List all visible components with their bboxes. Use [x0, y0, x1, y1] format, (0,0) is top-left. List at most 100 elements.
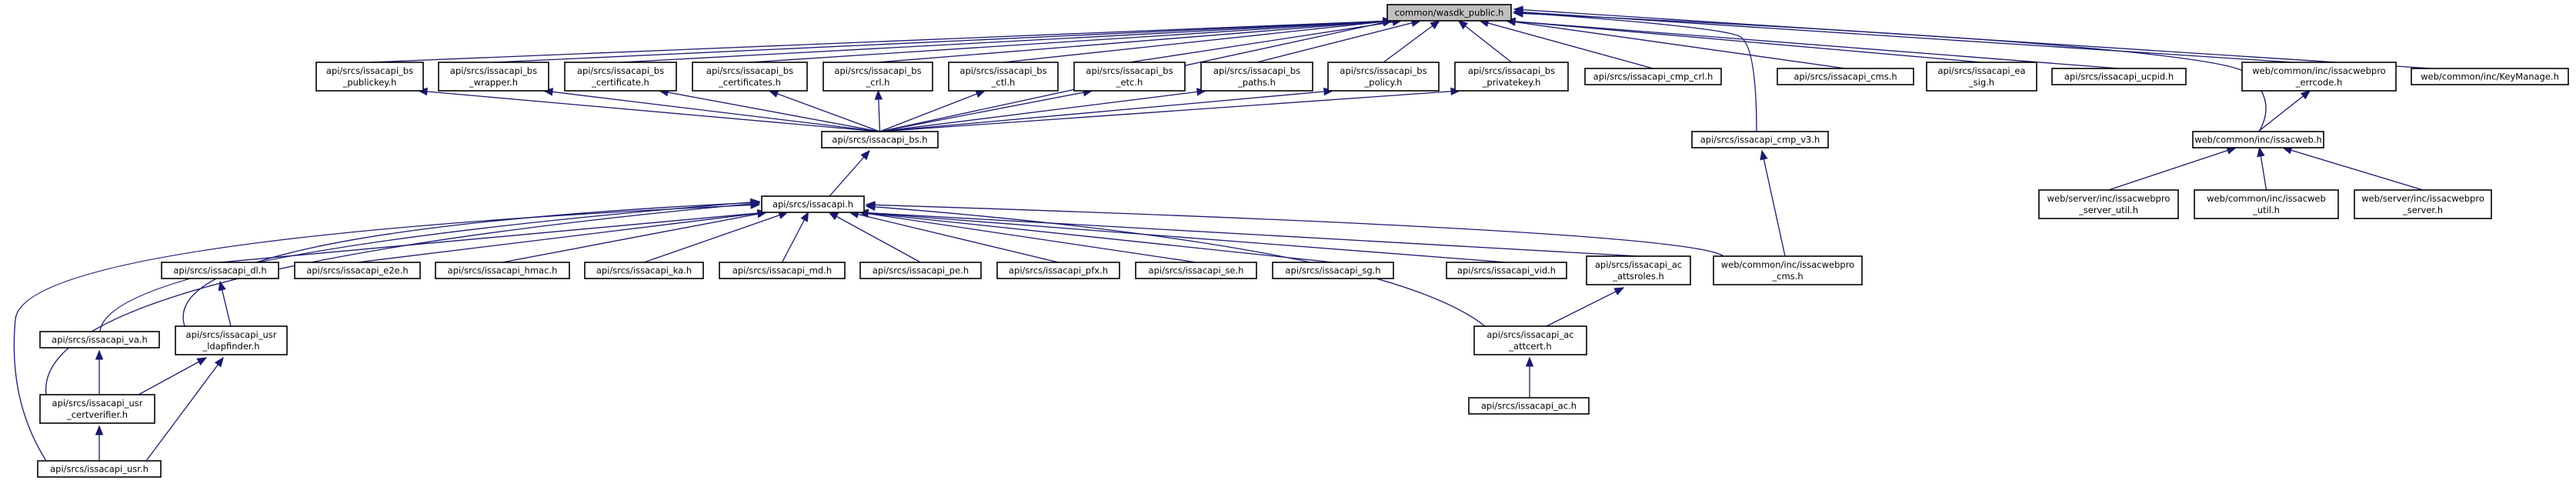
- edge-keymanage-to-root: [1513, 5, 2432, 69]
- node-label-line: _crl.h: [866, 77, 890, 88]
- node-usr-ldap[interactable]: api/srcs/issacapi_usr_ldapfinder.h: [175, 325, 288, 355]
- node-srv[interactable]: web/server/inc/issacwebpro_server.h: [2354, 189, 2492, 219]
- node-hmac[interactable]: api/srcs/issacapi_hmac.h: [435, 262, 570, 279]
- node-ac-attcert[interactable]: api/srcs/issacapi_ac_attcert.h: [1473, 325, 1587, 355]
- node-sg[interactable]: api/srcs/issacapi_sg.h: [1272, 262, 1394, 279]
- node-box: [761, 195, 865, 213]
- node-bs-etc[interactable]: api/srcs/issacapi_bs_etc.h: [1073, 62, 1186, 92]
- node-ac[interactable]: api/srcs/issacapi_ac.h: [1468, 397, 1590, 415]
- node-cms[interactable]: api/srcs/issacapi_cms.h: [1777, 68, 1914, 85]
- node-bs-wrapper[interactable]: api/srcs/issacapi_bs_wrapper.h: [438, 62, 549, 92]
- edge-layer: [13, 5, 2432, 462]
- node-box: [161, 262, 279, 279]
- node-label-line: api/srcs/issacapi_cmp_crl.h: [1593, 72, 1713, 82]
- edge-line: [182, 202, 760, 327]
- node-va[interactable]: api/srcs/issacapi_va.h: [39, 331, 160, 349]
- node-se[interactable]: api/srcs/issacapi_se.h: [1135, 262, 1257, 279]
- node-ac-attsroles[interactable]: api/srcs/issacapi_ac_attsroles.h: [1586, 255, 1691, 285]
- node-keymanage[interactable]: web/common/inc/KeyManage.h: [2411, 68, 2569, 85]
- node-box: [315, 62, 424, 92]
- node-bs-privkey[interactable]: api/srcs/issacapi_bs_privatekey.h: [1454, 62, 1569, 92]
- node-cms-web[interactable]: web/common/inc/issacwebpro_cms.h: [1713, 255, 1863, 285]
- node-label-line: api/srcs/issacapi_bs: [1086, 65, 1173, 76]
- arrowhead: [1457, 20, 1468, 30]
- edge-cms_web-to-cmp_v3: [1760, 149, 1786, 257]
- node-label-line: _attcert.h: [1508, 341, 1551, 352]
- node-dl[interactable]: api/srcs/issacapi_dl.h: [161, 262, 279, 279]
- node-label-line: web/server/inc/issacwebpro: [2361, 193, 2484, 204]
- node-label-line: _policy.h: [1364, 77, 1403, 88]
- node-bs-policy[interactable]: api/srcs/issacapi_bs_policy.h: [1327, 62, 1440, 92]
- node-cmp-v3[interactable]: api/srcs/issacapi_cmp_v3.h: [1691, 131, 1829, 148]
- node-bs-paths[interactable]: api/srcs/issacapi_bs_paths.h: [1200, 62, 1313, 92]
- node-root[interactable]: common/wasdk_public.h: [1386, 4, 1512, 22]
- node-errcode[interactable]: web/common/inc/issacwebpro_errcode.h: [2241, 62, 2397, 92]
- node-box: [2038, 189, 2179, 219]
- node-bs-cert[interactable]: api/srcs/issacapi_bs_certificate.h: [564, 62, 677, 92]
- node-box: [2241, 62, 2397, 92]
- arrowhead: [750, 201, 761, 209]
- edge-line: [859, 212, 1196, 263]
- node-bs[interactable]: api/srcs/issacapi_bs.h: [821, 131, 939, 148]
- node-usr[interactable]: api/srcs/issacapi_usr.h: [37, 460, 162, 478]
- edge-line: [1129, 20, 1402, 63]
- edge-line: [1513, 12, 1757, 132]
- edge-bs-to-bs_pubkey: [417, 87, 880, 132]
- edge-line: [1513, 12, 2267, 132]
- node-ea-sig[interactable]: api/srcs/issacapi_ea_sig.h: [1926, 62, 2037, 92]
- node-box: [1777, 68, 1914, 85]
- node-box: [435, 262, 570, 279]
- node-bs-pubkey[interactable]: api/srcs/issacapi_bs_publickey.h: [315, 62, 424, 92]
- node-label-line: api/srcs/issacapi_se.h: [1149, 265, 1244, 276]
- edge-line: [1546, 287, 1624, 327]
- edge-bs_privkey-to-root: [1457, 20, 1512, 63]
- edge-line: [659, 90, 880, 132]
- edge-line: [849, 212, 1059, 263]
- arrowhead: [1430, 20, 1440, 30]
- node-box: [2411, 68, 2569, 85]
- node-layer: common/wasdk_public.h api/srcs/issacapi_b…: [37, 4, 2569, 478]
- node-md[interactable]: api/srcs/issacapi_md.h: [719, 262, 846, 279]
- node-box: [1473, 325, 1587, 355]
- arrowhead: [1513, 9, 1523, 18]
- node-label-line: _certificates.h: [718, 77, 781, 88]
- node-pfx[interactable]: api/srcs/issacapi_pfx.h: [996, 262, 1120, 279]
- arrowhead: [865, 202, 876, 212]
- node-box: [692, 62, 808, 92]
- node-box: [948, 62, 1059, 92]
- node-issacweb[interactable]: web/common/inc/issacweb.h: [2192, 131, 2324, 148]
- node-box: [584, 262, 704, 279]
- node-label-line: api/srcs/issacapi_bs: [1468, 65, 1555, 76]
- edge-line: [1480, 20, 1653, 69]
- node-pe[interactable]: api/srcs/issacapi_pe.h: [859, 262, 982, 279]
- node-label-line: _privatekey.h: [1482, 77, 1541, 88]
- node-e2e[interactable]: api/srcs/issacapi_e2e.h: [294, 262, 421, 279]
- node-srv-util[interactable]: web/server/inc/issacwebpro_server_util.h: [2038, 189, 2179, 219]
- node-box: [1272, 262, 1394, 279]
- node-issacapi[interactable]: api/srcs/issacapi.h: [761, 195, 865, 213]
- edge-md-to-issacapi: [781, 211, 809, 263]
- edge-line: [2282, 147, 2424, 191]
- node-box: [1200, 62, 1313, 92]
- node-ucpid[interactable]: api/srcs/issacapi_ucpid.h: [2051, 68, 2187, 85]
- node-box: [1691, 131, 1829, 148]
- node-label-line: _server.h: [2402, 205, 2443, 215]
- node-label-line: web/common/inc/KeyManage.h: [2421, 72, 2559, 82]
- node-ka[interactable]: api/srcs/issacapi_ka.h: [584, 262, 704, 279]
- node-usr-cv[interactable]: api/srcs/issacapi_usr_certverifier.h: [39, 394, 155, 424]
- edge-line: [859, 212, 1333, 263]
- edge-bs-to-bs_crl: [874, 89, 883, 132]
- node-vid[interactable]: api/srcs/issacapi_vid.h: [1446, 262, 1567, 279]
- node-bs-certs[interactable]: api/srcs/issacapi_bs_certificates.h: [692, 62, 808, 92]
- arrowhead: [214, 356, 224, 368]
- node-cmp-crl[interactable]: api/srcs/issacapi_cmp_crl.h: [1584, 68, 1722, 85]
- edge-ka-to-issacapi: [643, 211, 789, 263]
- arrowhead: [2300, 90, 2311, 100]
- node-bs-crl[interactable]: api/srcs/issacapi_bs_crl.h: [823, 62, 933, 92]
- node-label-line: api/srcs/issacapi_ea: [1937, 65, 2025, 76]
- node-label-line: api/srcs/issacapi_ac.h: [1481, 401, 1577, 412]
- edge-ac-to-ac_attcert: [1525, 356, 1534, 398]
- node-bs-ctl[interactable]: api/srcs/issacapi_bs_ctl.h: [948, 62, 1059, 92]
- node-web-util[interactable]: web/common/inc/issacweb_util.h: [2194, 189, 2339, 219]
